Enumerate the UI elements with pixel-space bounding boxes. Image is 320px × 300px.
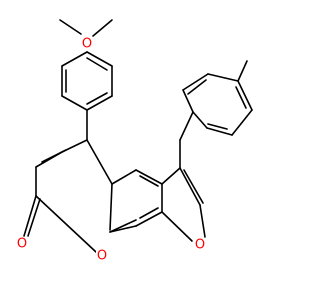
bond-line (161, 167, 181, 185)
furan-oxygen-label: O (195, 238, 205, 253)
methoxy-oxygen-label: O (82, 37, 92, 52)
bond-line (179, 167, 201, 206)
bond-line (207, 123, 228, 130)
bond-line (187, 79, 207, 95)
molecule-structure: O O O O (16, 19, 253, 264)
bond-line (61, 95, 88, 111)
bond-line (61, 51, 88, 67)
bond-line (41, 149, 67, 163)
bond-line (109, 219, 137, 233)
bond-line (182, 89, 194, 113)
bond-line (27, 198, 41, 237)
bond-line (183, 169, 204, 204)
bond-line (161, 211, 193, 242)
bond-line (111, 169, 137, 185)
bond-line (86, 57, 108, 71)
bond-line (109, 183, 113, 231)
bond-line (135, 211, 163, 227)
bond-line (86, 95, 113, 111)
bond-line (199, 204, 206, 238)
bond-line (139, 175, 159, 187)
bond-line (235, 86, 247, 109)
bond-line (192, 111, 208, 129)
bond-line (92, 19, 113, 37)
bond-line (182, 73, 209, 91)
pyranone-oxygen-label: O (97, 249, 107, 264)
bond-line (86, 92, 108, 105)
bond-line (139, 207, 159, 219)
atom-labels: O O O O (16, 37, 206, 264)
bond-line (179, 111, 194, 141)
bond-line (23, 195, 37, 237)
bond-line (206, 127, 233, 136)
bond-line (35, 195, 97, 253)
bond-line (237, 80, 253, 111)
bond-line (231, 109, 253, 136)
bond-line (86, 139, 113, 185)
carbonyl-oxygen-label: O (17, 237, 27, 252)
bond-line (207, 73, 239, 82)
bond-line (135, 169, 163, 185)
bond-line (237, 60, 248, 82)
bond-line (86, 51, 113, 67)
bond-line (59, 19, 82, 35)
bond-lines (23, 19, 253, 253)
bond-line (109, 225, 137, 233)
